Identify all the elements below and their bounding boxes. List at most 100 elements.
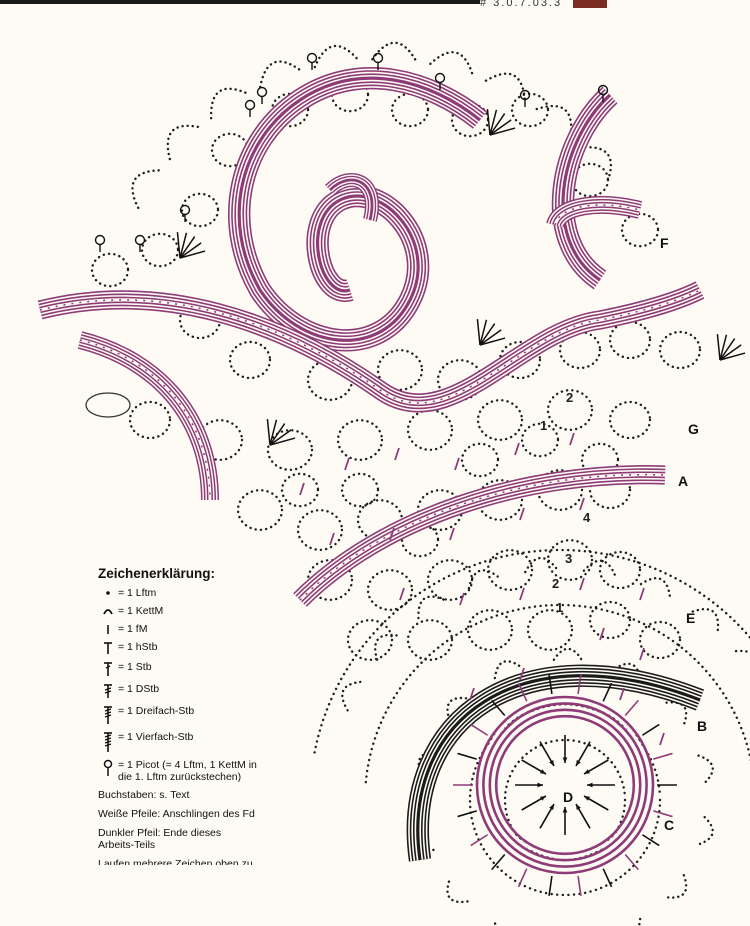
chain-loop: [182, 194, 218, 226]
chain-loop: [486, 65, 533, 101]
half-double-crochet-icon: [98, 641, 118, 655]
quadruple-treble-icon: [98, 731, 118, 753]
legend-item-text: = 1 DStb: [118, 683, 159, 695]
round-number: 3: [565, 551, 572, 566]
chain-loop: [490, 922, 520, 926]
legend-item: = 1 hStb: [98, 641, 358, 655]
picot-mark: [246, 101, 255, 110]
left-band: [80, 340, 210, 500]
chain-loop: [736, 644, 750, 677]
chain-loop: [528, 610, 572, 650]
stitch-tick: [460, 593, 464, 605]
chain-loop: [478, 400, 522, 440]
slip-stitch-icon: [98, 605, 118, 617]
stitch-tick: [471, 724, 488, 735]
chain-loop: [123, 161, 161, 208]
round-number: 4: [583, 510, 591, 525]
chain-loop: [693, 602, 726, 632]
chain-loop: [554, 649, 582, 661]
chain-loop: [142, 234, 178, 266]
chain-loop: [660, 332, 700, 368]
chain-loop: [268, 430, 312, 470]
stitch-tick: [400, 588, 404, 600]
chain-loop: [622, 214, 658, 246]
stitch-tick: [580, 498, 584, 510]
legend-item: = 1 Picot (= 4 Lftm, 1 KettM in die 1. L…: [98, 759, 358, 783]
section-label-e: E: [686, 610, 695, 626]
chain-loop: [130, 402, 170, 438]
chain-loop: [92, 254, 128, 286]
fan-stitch: [487, 109, 490, 135]
legend-note-white-arrows: Weiße Pfeile: Anschlingen des Fd: [98, 808, 358, 820]
ring-C: [480, 700, 650, 870]
chain-loop: [610, 322, 650, 358]
ring-C: [483, 703, 646, 866]
legend-item: = 1 Stb: [98, 661, 358, 677]
legend-item: = 1 DStb: [98, 683, 358, 699]
stitch-tick: [625, 700, 638, 715]
fan-stitch: [717, 334, 720, 360]
picot-mark: [436, 74, 445, 83]
stitch-tick: [642, 835, 659, 846]
ray-arrow: [587, 783, 593, 788]
chain-loop: [368, 570, 412, 610]
legend-notes: Buchstaben: s. Text Weiße Pfeile: Anschl…: [98, 789, 358, 865]
legend-item: = 1 Dreifach-Stb: [98, 705, 358, 725]
oval-mark: [86, 393, 130, 417]
section-label-d: D: [563, 789, 573, 805]
section-label-a: A: [678, 473, 688, 489]
chain-loop: [600, 552, 640, 588]
chain-loop: [699, 753, 716, 783]
chain-loop: [512, 94, 548, 126]
chain-loop: [157, 115, 200, 159]
round-number: 1: [540, 418, 547, 433]
chain-arc: [315, 550, 750, 775]
legend-item-text: = 1 Vierfach-Stb: [118, 731, 193, 743]
ring-C: [490, 710, 640, 860]
fan-stitch: [267, 419, 270, 445]
chain-loop: [368, 627, 399, 659]
stitch-tick: [515, 443, 519, 455]
legend-note-dark-arrow: Dunkler Pfeil: Ende dieses Arbeits-Teils: [98, 827, 358, 851]
stitch-tick: [455, 458, 459, 470]
fan-stitch: [477, 319, 480, 345]
chain-loop: [312, 43, 358, 67]
legend-item: = 1 KettM: [98, 605, 358, 617]
chain-loop: [298, 510, 342, 550]
stitch-tick: [471, 835, 488, 846]
ray-arrow: [563, 807, 568, 813]
fan-stitch: [177, 232, 180, 258]
chain-loop: [230, 342, 270, 378]
stitch-tick: [640, 648, 644, 660]
chain-loop: [428, 560, 472, 600]
picot-mark: [308, 54, 317, 63]
chain-stitch-icon: [98, 587, 118, 599]
legend-item-text: = 1 Stb: [118, 661, 152, 673]
chain-loop: [408, 410, 452, 450]
chain-loop: [584, 558, 618, 576]
single-crochet-icon: [98, 623, 118, 635]
stitch-tick: [518, 869, 526, 887]
stitch-tick: [395, 448, 399, 460]
picot-icon: [98, 759, 118, 777]
section-label-b: B: [697, 718, 707, 734]
chain-loop: [699, 817, 716, 847]
chain-loop: [338, 420, 382, 460]
legend-item: = 1 fM: [98, 623, 358, 635]
chain-loop: [441, 880, 468, 909]
round-number: 1: [556, 600, 563, 615]
stitch-tick: [345, 458, 349, 470]
ring-C: [493, 713, 637, 857]
chain-loop: [465, 566, 499, 589]
picot-mark: [136, 236, 145, 245]
chain-loop: [615, 919, 645, 926]
chain-loop: [488, 550, 532, 590]
legend-note-cut: Laufen mehrere Zeichen oben zu: [98, 858, 358, 865]
round-number: 2: [566, 390, 573, 405]
picot-mark: [96, 236, 105, 245]
chain-loop: [640, 622, 680, 658]
stitch-tick: [450, 528, 454, 540]
ray-arrow: [563, 757, 568, 763]
legend-item-text: = 1 Picot (= 4 Lftm, 1 KettM in die 1. L…: [118, 759, 257, 783]
chain-loop: [372, 42, 417, 62]
